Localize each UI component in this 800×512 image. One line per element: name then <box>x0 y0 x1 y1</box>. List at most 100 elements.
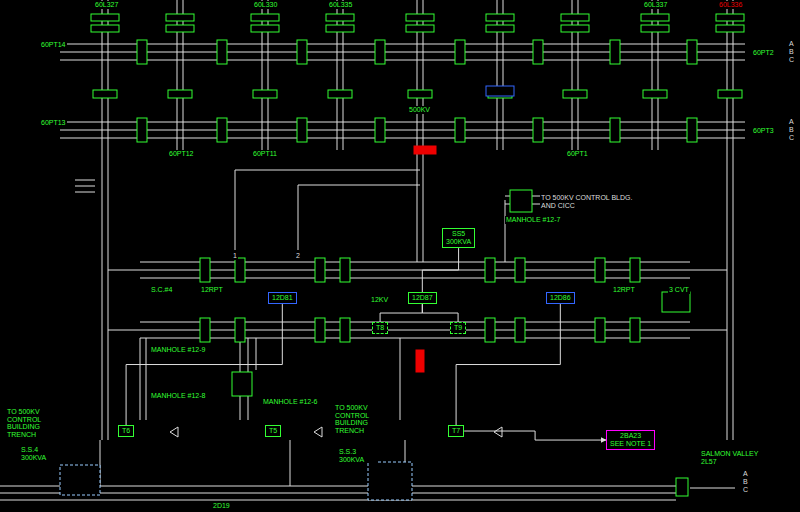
drawing-label: C <box>788 56 795 64</box>
drawing-label: 60L335 <box>328 1 353 9</box>
bus-wire <box>658 0 659 150</box>
bus-wire <box>60 60 745 61</box>
drawing-label: S.C.#4 <box>150 286 173 294</box>
equipment-box: T7 <box>448 425 464 437</box>
breaker-symbol <box>485 258 495 282</box>
drawing-label: 60PT13 <box>40 119 67 127</box>
equipment-box: 12D87 <box>408 292 437 304</box>
breaker-symbol <box>610 40 620 64</box>
bus-wire <box>690 330 727 331</box>
equipment-label: T9 <box>454 324 462 332</box>
feeder-connector <box>422 304 458 322</box>
breaker-symbol <box>643 90 667 98</box>
bus-wire <box>60 138 745 139</box>
breaker-symbol <box>200 318 210 342</box>
bus-wire <box>652 0 653 150</box>
breaker-symbol <box>610 118 620 142</box>
bus-wire <box>268 0 269 150</box>
transformer-symbol <box>314 427 322 437</box>
breaker-symbol <box>486 25 514 32</box>
drawing-label: 60L330 <box>253 1 278 9</box>
breaker-symbol <box>485 318 495 342</box>
drawing-label: 60PT3 <box>752 127 775 135</box>
bus-wire <box>60 122 745 123</box>
drawing-label: 2 <box>295 252 301 260</box>
bus-wires <box>0 0 745 500</box>
bus-wire <box>140 278 690 279</box>
equipment-label: 12D81 <box>272 294 293 302</box>
breaker-symbol <box>375 118 385 142</box>
breaker-symbol <box>486 86 514 96</box>
breaker-symbol <box>166 25 194 32</box>
drawing-label: C <box>788 134 795 142</box>
bus-wire <box>256 338 257 370</box>
breaker-symbol <box>200 258 210 282</box>
drawing-label: 60PT2 <box>752 49 775 57</box>
bus-wire <box>290 440 291 486</box>
drawing-label: 60PT14 <box>40 41 67 49</box>
breaker-symbols <box>60 14 744 500</box>
breaker-symbol <box>340 258 350 282</box>
breaker-symbol <box>515 258 525 282</box>
breaker-symbol <box>235 258 245 282</box>
drawing-label: 60PT12 <box>168 150 195 158</box>
bus-wire <box>343 0 344 150</box>
bus-wire <box>578 0 579 150</box>
drawing-label: 1 <box>232 252 238 260</box>
bus-wire <box>727 0 728 440</box>
equipment-label: T5 <box>269 427 277 435</box>
breaker-symbol <box>533 118 543 142</box>
breaker-symbol <box>630 318 640 342</box>
drawing-label: MANHOLE #12-9 <box>150 346 206 354</box>
breaker-symbol <box>375 40 385 64</box>
drawing-label: 60PT1 <box>566 150 589 158</box>
breaker-symbol <box>315 318 325 342</box>
drawing-label: MANHOLE #12-7 <box>505 216 561 224</box>
equipment-box: T5 <box>265 425 281 437</box>
breaker-symbol <box>641 14 669 21</box>
bus-wire <box>140 270 690 271</box>
equipment-label: SEE NOTE 1 <box>610 440 651 448</box>
bus-wire <box>0 486 676 487</box>
breaker-symbol <box>217 118 227 142</box>
bus-wire <box>417 0 418 150</box>
drawing-label: 3 CVT <box>668 286 690 294</box>
bus-wire <box>235 170 420 171</box>
equipment-box: T6 <box>118 425 134 437</box>
drawing-label: 60PT11 <box>252 150 278 158</box>
breaker-symbol <box>91 25 119 32</box>
breaker-symbol <box>368 462 412 500</box>
breaker-symbol <box>93 90 117 98</box>
breaker-symbol <box>416 350 424 372</box>
breaker-symbol <box>687 118 697 142</box>
equipment-box: T8 <box>372 322 388 334</box>
breaker-symbol <box>510 190 532 212</box>
bus-wire <box>140 322 690 323</box>
bus-wire <box>108 330 140 331</box>
equipment-label: 2BA23 <box>610 432 651 440</box>
drawing-label: S.S.4 300KVA <box>20 446 58 461</box>
bus-wire <box>572 0 573 150</box>
drawing-label: 12KV <box>370 296 389 304</box>
drawing-label: B <box>788 126 795 134</box>
breaker-symbol <box>328 90 352 98</box>
drawing-label: TO 500KV CONTROL BUILDING TRENCH <box>6 408 70 439</box>
breaker-symbol <box>406 14 434 21</box>
bus-wire <box>733 0 734 440</box>
breaker-symbol <box>662 292 690 312</box>
breaker-symbol <box>641 25 669 32</box>
breaker-symbol <box>676 478 688 496</box>
bus-wire <box>75 192 95 193</box>
drawing-label: 12RPT <box>200 286 224 294</box>
bus-wire <box>108 0 109 440</box>
breaker-symbol <box>561 25 589 32</box>
bus-wire <box>60 52 745 53</box>
equipment-box: SS5300KVA <box>442 228 475 248</box>
breaker-symbol <box>166 14 194 21</box>
breaker-symbol <box>716 14 744 21</box>
bus-wire <box>505 200 506 262</box>
bus-wire <box>262 0 263 150</box>
breaker-symbol <box>687 40 697 64</box>
drawing-label: C <box>742 486 749 494</box>
equipment-label: 12D86 <box>550 294 571 302</box>
